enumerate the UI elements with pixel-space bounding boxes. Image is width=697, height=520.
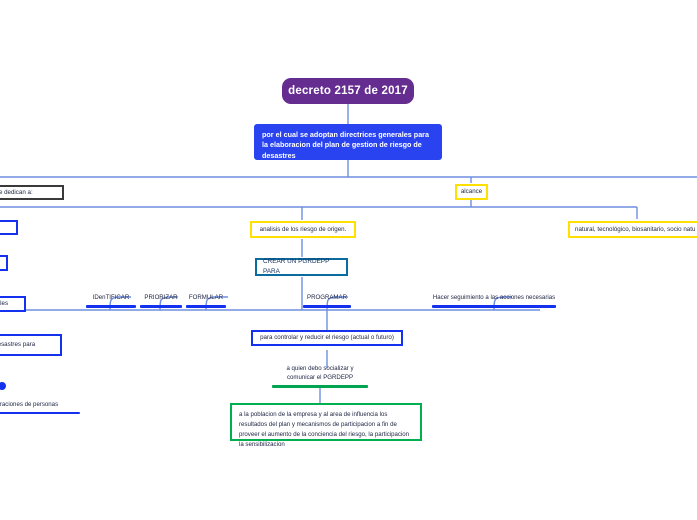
node-origen-tipos[interactable]: natural, tecnológico, biosanitario, soci… [568,221,697,238]
node-riesgo-desastres-label: go de desastres para [0,341,36,349]
node-subtitle[interactable]: por el cual se adoptan directrices gener… [254,124,442,160]
node-aglomeraciones-underline [0,411,80,415]
node-programar-label: PROGRAMAR [307,294,347,301]
node-identificar-underline [86,304,136,308]
node-root[interactable]: decreto 2157 de 2017 [282,78,414,104]
node-origen-tipos-label: natural, tecnológico, biosanitario, soci… [575,225,696,233]
node-formular-label: FORMULAR [188,294,224,301]
node-controlar[interactable]: para controlar y reducir el riesgo (actu… [251,330,403,346]
node-identificar[interactable]: IDenTIFICAR [86,294,136,308]
node-publicos[interactable]: blicos [0,220,18,235]
node-dedican[interactable]: s que se dedican a: [0,185,64,200]
node-socializar[interactable]: a quien debo socializar y comunicar el P… [272,365,368,388]
node-subtitle-label: por el cual se adoptan directrices gener… [262,130,429,160]
node-poblacion-label: a la poblacion de la empresa y al area d… [239,411,410,448]
node-programar[interactable]: PROGRAMAR [303,294,351,308]
node-controlar-label: para controlar y reducir el riesgo (actu… [260,334,394,342]
node-programar-underline [303,304,351,308]
node-socializar-underline [272,384,368,388]
node-aglomeraciones[interactable]: omeraciones de personas [0,401,80,415]
node-item-empty[interactable] [0,255,8,271]
node-dedican-label: s que se dedican a: [0,188,33,196]
node-seguimiento-label: Hacer seguimiento a las acciones necesar… [432,294,556,301]
node-crear-pgrdepp-label: CREAR UN PGRDEPP PARA [263,258,330,275]
node-industriales-label: ustriales [0,300,9,308]
node-priorizar[interactable]: PRIORIZAR [140,294,182,308]
node-poblacion[interactable]: a la poblacion de la empresa y al area d… [230,403,422,448]
node-socializar-label: a quien debo socializar y comunicar el P… [286,365,354,381]
node-formular[interactable]: FORMULAR [186,294,226,308]
node-root-label: decreto 2157 de 2017 [288,85,408,97]
node-bullet-icon [0,382,6,390]
node-identificar-label: IDenTIFICAR [92,294,130,301]
node-priorizar-underline [140,304,182,308]
node-aglomeraciones-label: omeraciones de personas [0,401,59,408]
node-alcance[interactable]: alcance [455,184,488,200]
node-priorizar-label: PRIORIZAR [144,294,178,301]
node-alcance-label: alcance [460,188,483,196]
node-analisis-origen-label: analisis de los riesgo de origen. [259,225,347,233]
node-formular-underline [186,304,226,308]
node-analisis-origen[interactable]: analisis de los riesgo de origen. [250,221,356,238]
node-seguimiento[interactable]: Hacer seguimiento a las acciones necesar… [432,294,556,308]
node-industriales[interactable]: ustriales [0,296,26,312]
node-riesgo-desastres[interactable]: go de desastres para [0,334,62,356]
node-seguimiento-underline [432,304,556,308]
node-crear-pgrdepp[interactable]: CREAR UN PGRDEPP PARA [255,258,348,276]
